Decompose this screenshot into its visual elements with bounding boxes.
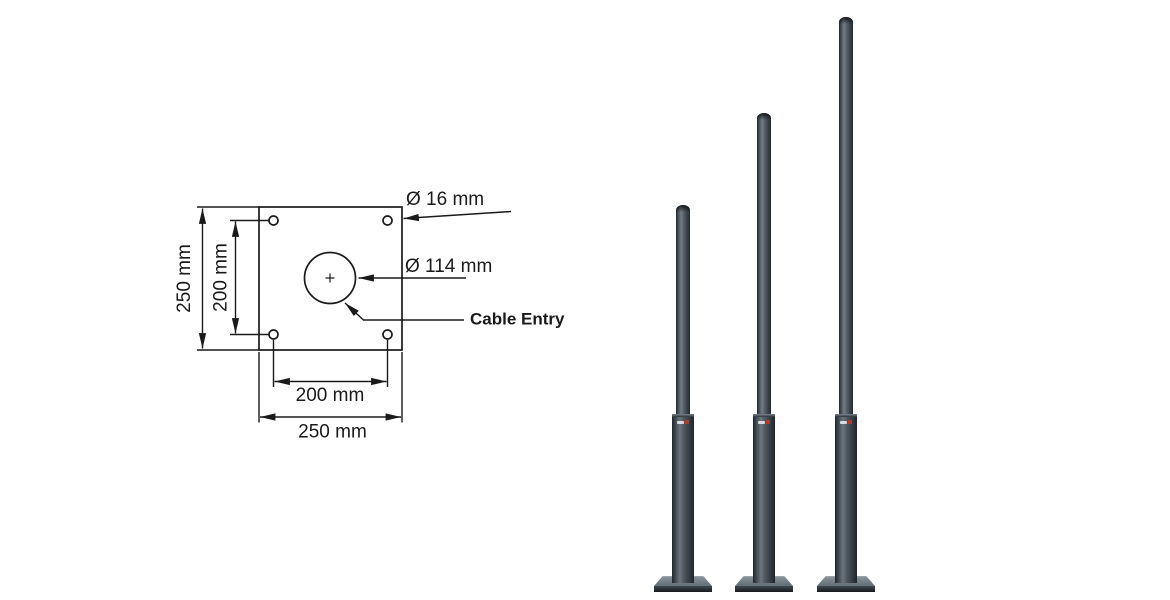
dim-label-plate-width: 250 mm [298, 422, 367, 443]
bolt-hole-top-right [382, 215, 393, 226]
brand-badge-text-icon [840, 420, 847, 424]
pole-lower-tube [753, 414, 775, 583]
dim-label-hole-spacing-vertical: 200 mm [211, 243, 232, 312]
pole-upper-tube [757, 113, 771, 418]
base-plate-slab [817, 586, 875, 592]
label-bolt-hole-diameter: Ø 16 mm [406, 189, 484, 210]
extension-lines [197, 206, 403, 423]
pole-render-tall [817, 17, 875, 592]
brand-badge-red-icon [685, 420, 689, 424]
pole-lower-tube [835, 414, 857, 583]
pole-render-short [654, 205, 712, 592]
label-center-hole-diameter: Ø 114 mm [405, 256, 492, 277]
leader-cable-entry [344, 302, 464, 321]
brand-badge-red-icon [848, 420, 852, 424]
pole-lower-tube [672, 414, 694, 583]
dim-label-plate-height: 250 mm [174, 244, 195, 313]
pole-upper-tube [839, 17, 853, 418]
dim-label-hole-spacing-horizontal: 200 mm [296, 385, 365, 406]
brand-badge [677, 420, 689, 424]
base-plate-slab [654, 586, 712, 592]
brand-badge [758, 420, 770, 424]
pole-render-medium [735, 113, 793, 592]
brand-badge-red-icon [766, 420, 770, 424]
label-cable-entry: Cable Entry [470, 310, 565, 329]
bolt-hole-bottom-right [382, 329, 393, 340]
pole-upper-tube [676, 205, 690, 418]
bolt-hole-top-left [268, 215, 279, 226]
leader-bolt-hole [403, 210, 512, 222]
brand-badge-text-icon [758, 420, 765, 424]
brand-badge [840, 420, 852, 424]
bolt-hole-bottom-left [268, 329, 279, 340]
cable-entry-hole [303, 251, 357, 305]
center-mark-icon [325, 273, 335, 283]
base-plate-slab [735, 586, 793, 592]
base-plate-drawing: 250 mm 200 mm 200 mm 250 mm Ø 16 mm Ø 11… [174, 189, 565, 443]
brand-badge-text-icon [677, 420, 684, 424]
